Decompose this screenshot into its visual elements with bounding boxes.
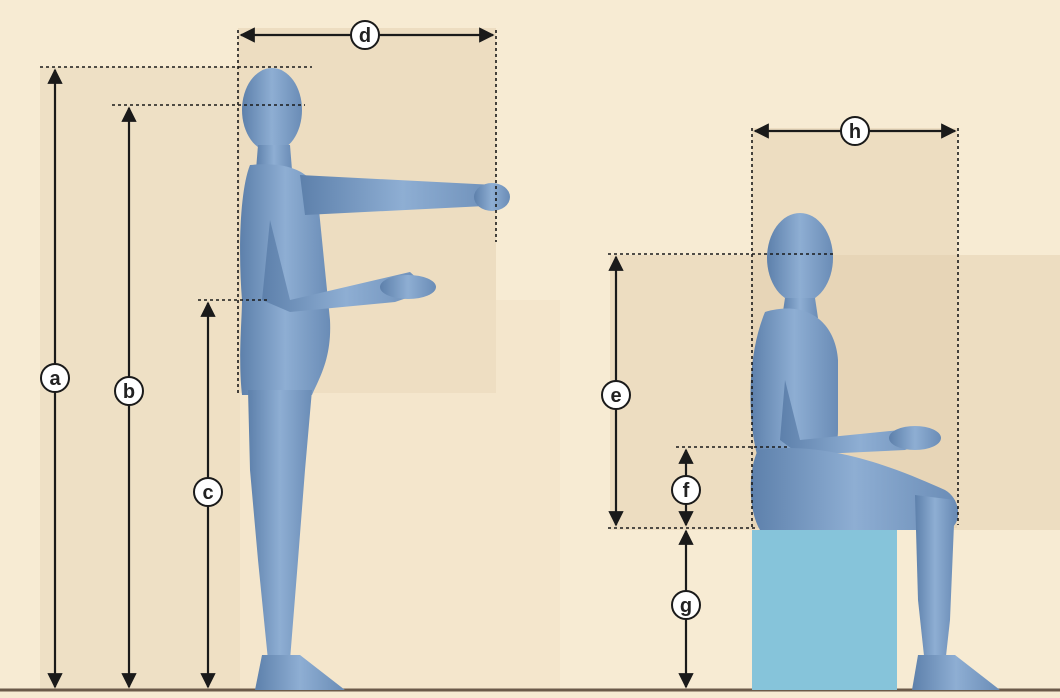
label-c: c bbox=[194, 478, 222, 506]
label-h: h bbox=[841, 117, 869, 145]
label-b: b bbox=[115, 377, 143, 405]
label-a: a bbox=[41, 364, 69, 392]
label-e-text: e bbox=[610, 385, 621, 407]
label-f: f bbox=[672, 476, 700, 504]
label-d: d bbox=[351, 21, 379, 49]
label-h-text: h bbox=[849, 121, 861, 143]
label-g: g bbox=[672, 591, 700, 619]
label-a-text: a bbox=[49, 368, 61, 390]
label-e: e bbox=[602, 381, 630, 409]
label-g-text: g bbox=[680, 595, 692, 617]
label-c-text: c bbox=[202, 482, 213, 504]
stool bbox=[752, 530, 897, 690]
label-b-text: b bbox=[123, 381, 135, 403]
label-f-text: f bbox=[683, 480, 690, 502]
label-d-text: d bbox=[359, 25, 371, 47]
